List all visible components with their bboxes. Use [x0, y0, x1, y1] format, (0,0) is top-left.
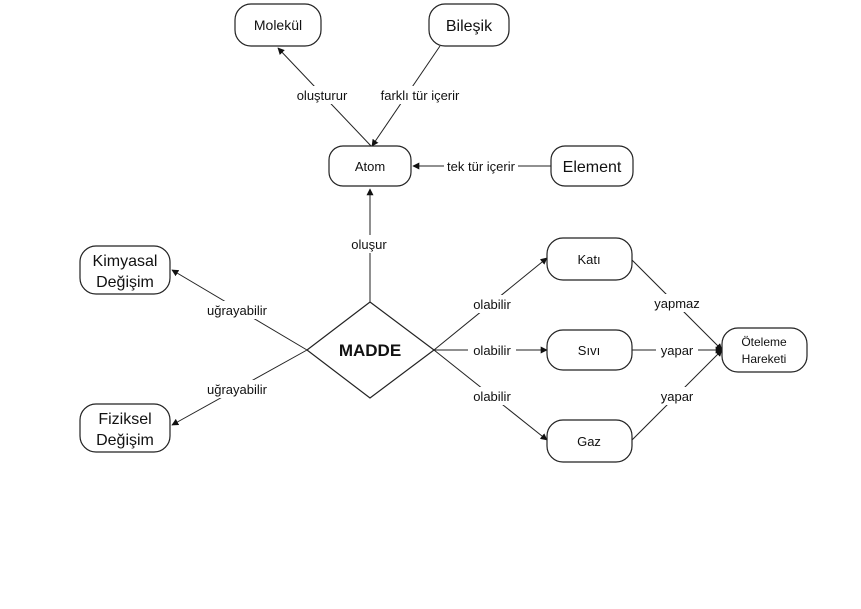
- node-bilesik: Bileşik: [428, 3, 510, 47]
- label-olusturur: oluşturur: [297, 88, 348, 103]
- label-tek-tur: tek tür içerir: [447, 159, 516, 174]
- node-element: Element: [550, 145, 634, 187]
- label-olusur: oluşur: [351, 237, 387, 252]
- node-sivi: Sıvı: [546, 329, 633, 371]
- node-molekul-label: Molekül: [254, 17, 302, 33]
- node-element-label: Element: [563, 159, 622, 176]
- node-kimyasal-label-1: Kimyasal: [93, 253, 158, 270]
- node-kimyasal-label-2: Değişim: [96, 274, 154, 291]
- label-yapar-1: yapar: [661, 343, 694, 358]
- node-gaz: Gaz: [546, 419, 633, 463]
- node-atom: Atom: [328, 145, 412, 187]
- label-olabilir-2: olabilir: [473, 343, 511, 358]
- label-olabilir-1: olabilir: [473, 297, 511, 312]
- node-molekul: Molekül: [234, 3, 322, 47]
- node-oteleme-hareketi: Öteleme Hareketi: [721, 327, 808, 373]
- node-fiziksel-degisim: Fiziksel Değişim: [79, 403, 171, 453]
- label-yapar-2: yapar: [661, 389, 694, 404]
- label-farkli-tur: farklı tür içerir: [381, 88, 460, 103]
- node-gaz-label: Gaz: [577, 434, 601, 449]
- node-kati-label: Katı: [577, 252, 600, 267]
- node-madde-label: MADDE: [339, 341, 401, 360]
- node-oteleme-label-2: Hareketi: [742, 352, 787, 366]
- node-oteleme-label-1: Öteleme: [741, 335, 787, 349]
- node-kimyasal-degisim: Kimyasal Değişim: [79, 245, 171, 295]
- label-ugrayabilir-2: uğrayabilir: [207, 382, 268, 397]
- node-fiziksel-label-1: Fiziksel: [98, 411, 151, 428]
- node-sivi-label: Sıvı: [578, 343, 600, 358]
- node-kati: Katı: [546, 237, 633, 281]
- node-madde: MADDE: [306, 301, 435, 399]
- node-fiziksel-label-2: Değişim: [96, 432, 154, 449]
- node-atom-label: Atom: [355, 159, 385, 174]
- edge-labels: oluşturur farklı tür içerir tek tür içer…: [200, 86, 704, 405]
- node-bilesik-label: Bileşik: [446, 18, 493, 35]
- label-yapmaz: yapmaz: [654, 296, 700, 311]
- label-ugrayabilir-1: uğrayabilir: [207, 303, 268, 318]
- label-olabilir-3: olabilir: [473, 389, 511, 404]
